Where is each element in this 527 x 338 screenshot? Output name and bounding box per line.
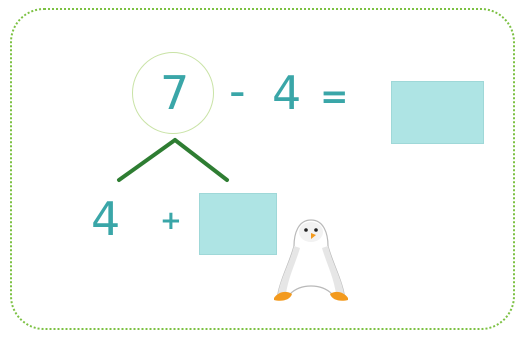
subtrahend-number: 4 — [272, 70, 301, 116]
equals-sign: = — [320, 80, 349, 114]
result-answer-box[interactable] — [391, 81, 484, 144]
decomposition-left-number: 4 — [91, 196, 120, 242]
minus-sign: - — [229, 68, 246, 114]
plus-sign: + — [160, 208, 182, 234]
dotted-frame — [10, 8, 515, 330]
minuend-number: 7 — [160, 70, 189, 116]
penguin-icon — [268, 214, 354, 304]
decomposition-answer-box[interactable] — [199, 193, 277, 255]
